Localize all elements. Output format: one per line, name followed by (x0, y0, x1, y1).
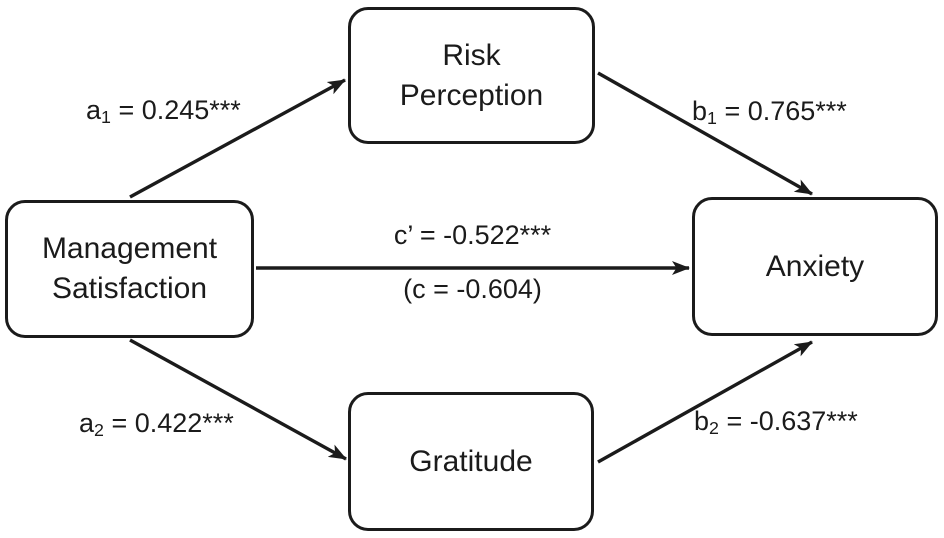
path-b2-coefficient: b (694, 406, 710, 436)
path-a1-label: a1 = 0.245*** (86, 95, 241, 127)
path-c-total-value: (c = -0.604) (403, 274, 542, 304)
path-b1-subscript: 1 (707, 107, 717, 128)
path-b2-arrow (597, 340, 813, 464)
path-c-direct-label: c’ = -0.522*** (300, 220, 645, 251)
node-management-satisfaction-label: Management Satisfaction (41, 232, 218, 305)
node-anxiety-label: Anxiety (765, 249, 865, 283)
path-c-direct-value: = -0.522*** (412, 220, 552, 250)
node-risk-perception-label: Risk Perception (399, 38, 544, 112)
node-management-satisfaction: Management Satisfaction (5, 200, 254, 338)
path-a2-subscript: 2 (94, 419, 104, 440)
path-a1-coefficient: a (86, 95, 102, 125)
path-a2-label: a2 = 0.422*** (79, 408, 234, 440)
node-gratitude: Gratitude (348, 392, 594, 531)
path-a2-arrow (129, 338, 347, 461)
path-b2-subscript: 2 (709, 417, 719, 438)
node-risk-perception: Risk Perception (348, 7, 595, 144)
node-anxiety: Anxiety (692, 197, 938, 336)
path-b1-arrow (597, 71, 813, 196)
path-a2-coefficient: a (79, 408, 95, 438)
path-a2-value: = 0.422*** (103, 408, 234, 438)
path-c-direct-coefficient: c’ (393, 220, 413, 250)
path-b2-value: = -0.637*** (718, 406, 858, 436)
path-b1-coefficient: b (692, 96, 708, 126)
path-a1-arrow (129, 78, 346, 199)
path-a1-value: = 0.245*** (110, 95, 241, 125)
path-b2-label: b2 = -0.637*** (694, 406, 858, 438)
path-c-total-label: (c = -0.604) (300, 274, 645, 305)
path-b1-value: = 0.765*** (716, 96, 847, 126)
path-a1-subscript: 1 (101, 106, 111, 127)
node-gratitude-label: Gratitude (409, 444, 533, 478)
path-b1-label: b1 = 0.765*** (692, 96, 847, 128)
